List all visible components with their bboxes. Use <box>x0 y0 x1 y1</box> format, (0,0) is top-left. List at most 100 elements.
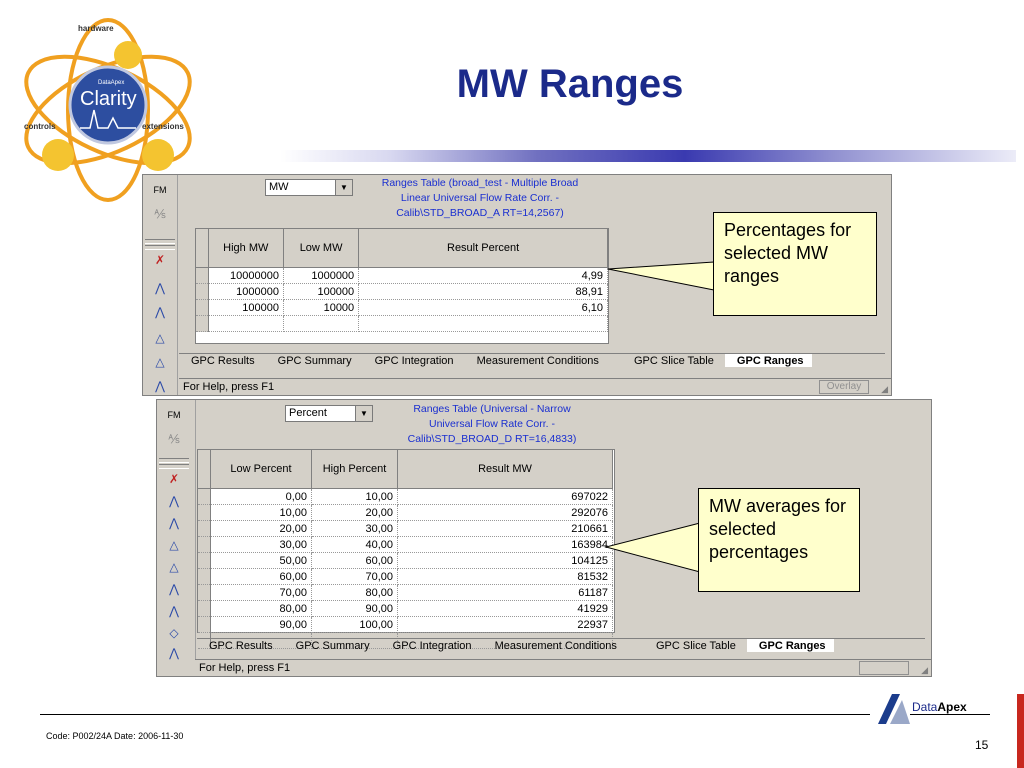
range-mode-select[interactable]: Percent ▼ <box>285 405 373 422</box>
tab-gpc-integration[interactable]: GPC Integration <box>374 355 454 367</box>
cell[interactable]: 30,00 <box>210 536 312 553</box>
cell[interactable] <box>358 315 608 332</box>
tab-gpc-results[interactable]: GPC Results <box>209 640 273 652</box>
cell[interactable]: 10,00 <box>311 488 398 505</box>
row-selector[interactable] <box>198 600 211 617</box>
cell[interactable]: 100,00 <box>311 616 398 633</box>
cell[interactable]: 30,00 <box>311 520 398 537</box>
fm-icon[interactable]: FM <box>153 185 167 195</box>
cell[interactable]: 4,99 <box>358 267 608 284</box>
col-header-high-mw[interactable]: High MW <box>208 229 284 268</box>
diamond-icon[interactable]: ◇ <box>169 626 179 640</box>
range-mode-select[interactable]: MW ▼ <box>265 179 353 196</box>
peak-icon-6[interactable]: ⋀ <box>169 604 179 618</box>
row-selector[interactable] <box>198 568 211 585</box>
peak-icon-1[interactable]: ⋀ <box>155 281 165 295</box>
peak-icon-7[interactable]: ⋀ <box>169 646 179 660</box>
tab-gpc-slice-table[interactable]: GPC Slice Table <box>633 355 714 367</box>
resize-grip-icon[interactable]: ◢ <box>921 665 928 675</box>
peak-icon-2[interactable]: ⋀ <box>169 516 179 530</box>
peak-icon-5[interactable]: ⋀ <box>169 582 179 596</box>
delete-peak-icon[interactable]: ✗ <box>168 472 180 486</box>
cell[interactable]: 40,00 <box>311 536 398 553</box>
peak-gray-icon[interactable]: ⅍ <box>154 207 166 221</box>
cell[interactable]: 90,00 <box>210 616 312 633</box>
delete-peak-icon[interactable]: ✗ <box>154 253 166 267</box>
row-selector[interactable] <box>198 616 211 633</box>
col-header-result-mw[interactable]: Result MW <box>397 450 613 489</box>
table-row[interactable] <box>196 315 608 332</box>
cell[interactable]: 70,00 <box>210 584 312 601</box>
tab-gpc-summary[interactable]: GPC Summary <box>277 355 352 367</box>
cell[interactable]: 81532 <box>397 568 613 585</box>
peak-icon-2[interactable]: ⋀ <box>155 305 165 319</box>
peak-icon-3[interactable]: △ <box>169 538 179 552</box>
peak-icon-1[interactable]: ⋀ <box>169 494 179 508</box>
row-selector[interactable] <box>198 504 211 521</box>
col-header-result-percent[interactable]: Result Percent <box>358 229 608 268</box>
cell[interactable]: 80,00 <box>311 584 398 601</box>
tab-gpc-slice-table[interactable]: GPC Slice Table <box>655 640 736 652</box>
cell[interactable]: 10,00 <box>210 504 312 521</box>
col-header-low-mw[interactable]: Low MW <box>283 229 360 268</box>
cell[interactable] <box>311 632 398 649</box>
peak-icon-4[interactable]: △ <box>169 560 179 574</box>
cell[interactable]: 50,00 <box>210 552 312 569</box>
resize-grip-icon[interactable]: ◢ <box>881 384 888 394</box>
table-row[interactable] <box>198 632 613 649</box>
cell[interactable] <box>208 315 284 332</box>
cell[interactable]: 41929 <box>397 600 613 617</box>
cell[interactable]: 100000 <box>208 299 284 316</box>
cell[interactable] <box>397 632 613 649</box>
cell[interactable]: 20,00 <box>311 504 398 521</box>
tab-gpc-summary[interactable]: GPC Summary <box>295 640 370 652</box>
col-header-low-percent[interactable]: Low Percent <box>210 450 312 489</box>
row-selector[interactable] <box>198 552 211 569</box>
cell[interactable]: 100000 <box>283 283 360 300</box>
chevron-down-icon[interactable]: ▼ <box>335 180 352 195</box>
cell[interactable]: 10000 <box>283 299 360 316</box>
cell[interactable]: 60,00 <box>210 568 312 585</box>
peak-icon-5[interactable]: ⋀ <box>155 379 165 393</box>
cell[interactable] <box>283 315 360 332</box>
row-selector[interactable] <box>198 584 211 601</box>
fm-icon[interactable]: FM <box>167 410 181 420</box>
tab-measurement-conditions[interactable]: Measurement Conditions <box>494 640 617 652</box>
col-header-high-percent[interactable]: High Percent <box>311 450 398 489</box>
cell[interactable]: 1000000 <box>208 283 284 300</box>
row-selector[interactable] <box>198 632 211 649</box>
cell[interactable]: 1000000 <box>283 267 360 284</box>
tab-gpc-results[interactable]: GPC Results <box>191 355 255 367</box>
cell[interactable] <box>210 632 312 649</box>
cell[interactable]: 10000000 <box>208 267 284 284</box>
cell[interactable]: 20,00 <box>210 520 312 537</box>
cell[interactable]: 104125 <box>397 552 613 569</box>
row-selector[interactable] <box>196 267 209 284</box>
cell[interactable]: 22937 <box>397 616 613 633</box>
cell[interactable]: 697022 <box>397 488 613 505</box>
tab-gpc-integration[interactable]: GPC Integration <box>392 640 472 652</box>
cell[interactable]: 292076 <box>397 504 613 521</box>
cell[interactable]: 0,00 <box>210 488 312 505</box>
cell[interactable]: 6,10 <box>358 299 608 316</box>
peak-gray-icon[interactable]: ⅍ <box>168 432 180 446</box>
cell[interactable]: 90,00 <box>311 600 398 617</box>
row-selector[interactable] <box>196 283 209 300</box>
row-selector[interactable] <box>196 299 209 316</box>
cell[interactable]: 88,91 <box>358 283 608 300</box>
row-selector[interactable] <box>198 536 211 553</box>
row-selector[interactable] <box>198 488 211 505</box>
cell[interactable]: 61187 <box>397 584 613 601</box>
